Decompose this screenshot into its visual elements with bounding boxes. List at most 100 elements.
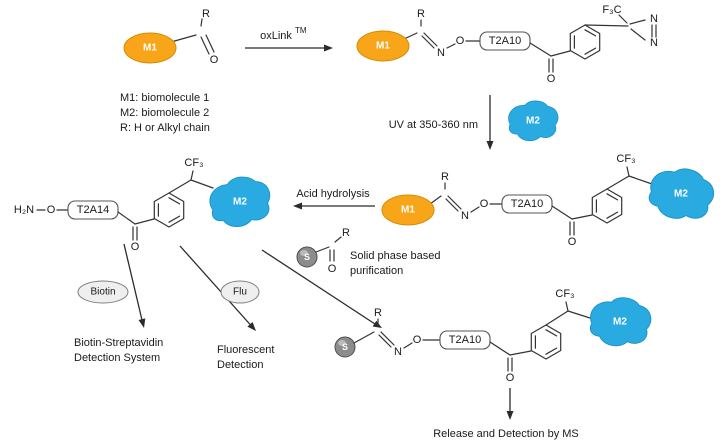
benzene-ring [530,324,562,360]
bond [551,205,573,220]
bond [567,310,591,319]
legend-m2: M2: biomolecule 2 [120,107,209,119]
oxygen-atom-label: O [210,54,219,66]
flu-tag: Flu [220,280,260,304]
oxygen-atom-label: O [480,198,489,210]
solid-support-label: S [342,342,348,352]
m2-biomolecule-blob [648,168,714,219]
oxygen-atom-label: O [328,263,337,275]
bond [545,310,569,326]
structure-crosslinked-conjugate: M1 R N O T2A10 O CF₃ M2 [381,153,714,248]
cf3-label: CF₃ [616,153,635,165]
bond [629,19,646,25]
arrow-line [261,249,376,325]
bond [618,14,628,24]
arrowhead [138,318,146,328]
bond [489,341,511,356]
nitrogen-atom-label: N [461,210,469,222]
nitrogen-atom-label: N [650,37,658,49]
oxygen-atom-label: O [568,236,577,248]
aromatic-bond [545,347,558,355]
bond [134,218,155,225]
sphere-highlight [338,340,346,346]
release-arrow: Release and Detection by MS [433,388,579,440]
m2-biomolecule-blob [589,297,652,347]
r-group-label: R [417,8,425,20]
t2a10-label: T2A10 [511,198,543,210]
solid-phase-reagent: S R O [296,227,350,275]
h2n-label: H₂N [14,204,34,216]
fluorescent-detection-line1: Fluorescent [217,344,274,356]
bond [190,170,194,181]
r-group-label: R [342,227,350,239]
arrowhead [486,141,494,150]
bond [200,36,210,55]
biotin-detection-line1: Biotin-Streptavidin [74,337,163,349]
m1-label: M1 [143,43,157,54]
structure-oxlink-probe: M1 R N O T2A10 O F₃C N N [356,4,658,85]
bond [606,175,630,190]
uv-reaction-arrow: UV at 350-360 nm M2 [389,95,559,150]
bond [353,331,375,344]
structure-m1-ketone: M1 R O [123,8,219,66]
solid-phase-label-line1: Solid phase based [350,250,441,262]
m2-label: M2 [526,116,540,127]
detection-arrows [123,243,382,331]
arrowhead [247,322,256,331]
m1-biomolecule-ellipse [381,194,435,226]
aromatic-bond [584,29,597,37]
oxygen-atom-label: O [47,204,56,216]
bond [403,32,418,40]
bond [334,236,342,243]
bond [315,246,330,253]
bond [630,28,646,41]
t2a10-linker-box [479,31,531,51]
release-label: Release and Detection by MS [433,428,579,440]
bond [378,334,392,348]
bond [628,175,653,185]
bond [117,211,136,225]
bond [380,331,395,346]
solid-phase-label-line2: purification [350,265,403,277]
cf3-label: CF₃ [184,157,203,169]
bond [200,18,203,27]
m1-biomolecule-ellipse [356,30,410,62]
f3c-label: F₃C [602,4,621,16]
flu-tag-label: Flu [233,287,247,298]
t2a10-linker-box [501,194,553,214]
fluorescent-detection-line2: Detection [217,359,263,371]
arrowhead [324,44,333,52]
t2a14-label: T2A14 [77,204,109,216]
m1-biomolecule-ellipse [123,32,177,64]
legend-r: R: H or Alkyl chain [120,122,210,134]
aromatic-bond [606,211,619,219]
bond [550,50,571,57]
oxygen-atom-label: O [131,241,140,253]
aromatic-bond [168,197,181,205]
biotin-tag-ellipse [77,280,129,304]
bond [447,195,462,210]
m2-label: M2 [233,197,247,208]
acid-hydrolysis-label: Acid hydrolysis [296,188,370,200]
diazirine-group: F₃C N N [584,4,658,49]
oxygen-atom-label: O [456,35,465,47]
bond [429,195,442,205]
bond [565,301,569,312]
bond [403,342,413,349]
bond [205,34,215,53]
oxlink-reaction-arrow: oxLink TM [245,26,333,52]
acid-hydrolysis-arrow: Acid hydrolysis [293,188,375,210]
arrow-line [123,243,143,321]
benzene-ring [153,192,185,228]
aromatic-bond [606,193,619,201]
r-group-label: R [441,171,449,183]
bond [168,179,192,194]
legend-m1: M1: biomolecule 1 [120,92,209,104]
oxygen-atom-label: O [547,73,556,85]
bond [190,179,214,189]
cf3-label: CF₃ [555,288,574,300]
bond [529,42,552,57]
t2a10-label: T2A10 [449,334,481,346]
solid-support-label: S [304,252,310,262]
